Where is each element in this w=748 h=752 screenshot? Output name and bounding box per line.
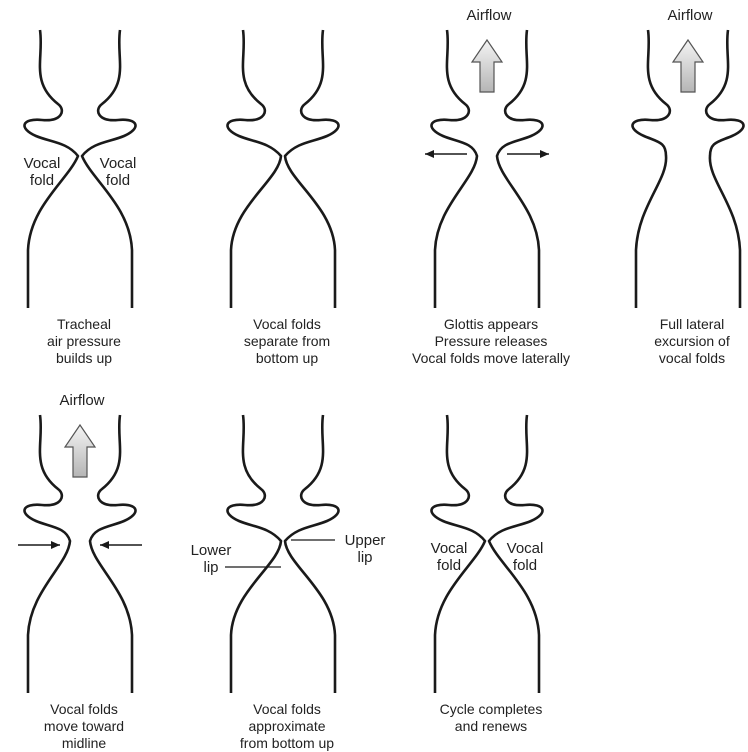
fold-outline-right xyxy=(90,415,135,693)
lower-lip-label-line: Lower xyxy=(191,542,232,559)
panel-caption-line: Pressure releases xyxy=(435,333,548,349)
fold-outline-right xyxy=(285,30,338,308)
medial-arrow-left-head xyxy=(51,541,60,549)
airflow-label: Airflow xyxy=(466,7,511,24)
panel-caption-line: bottom up xyxy=(256,350,318,366)
fold-outline-left xyxy=(228,415,281,693)
lower-lip-label-line: lip xyxy=(203,559,218,576)
panel-caption-line: midline xyxy=(62,735,107,751)
panel-caption-line: Vocal folds move laterally xyxy=(412,350,570,366)
medial-arrow-right-head xyxy=(100,541,109,549)
panel-caption-line: approximate xyxy=(248,718,325,734)
airflow-arrow xyxy=(673,40,703,92)
upper-lip-label-line: Upper xyxy=(345,532,386,549)
vocal-fold-label-right-line: fold xyxy=(513,557,537,574)
panel-caption-line: Vocal folds xyxy=(253,701,321,717)
airflow-label-line: Airflow xyxy=(466,7,511,24)
panel-caption-line: Vocal folds xyxy=(50,701,118,717)
airflow-arrow xyxy=(472,40,502,92)
airflow-arrow xyxy=(65,425,95,477)
panel-caption-line: separate from xyxy=(244,333,330,349)
vocal-fold-label-right-line: Vocal xyxy=(507,540,544,557)
vocal-fold-label-left-line: Vocal xyxy=(431,540,468,557)
lateral-arrow-right-head xyxy=(540,150,549,158)
panel-caption-line: Tracheal xyxy=(57,316,111,332)
airflow-label-line: Airflow xyxy=(667,7,712,24)
panel-caption-line: Vocal folds xyxy=(253,316,321,332)
airflow-label: Airflow xyxy=(59,392,104,409)
lateral-arrow-left-head xyxy=(425,150,434,158)
fold-outline-right xyxy=(706,30,743,308)
panel-caption-line: excursion of xyxy=(654,333,730,349)
airflow-label: Airflow xyxy=(667,7,712,24)
airflow-label-line: Airflow xyxy=(59,392,104,409)
panel-caption-line: move toward xyxy=(44,718,124,734)
fold-outline-left xyxy=(228,30,281,308)
vocal-fold-label-left-line: Vocal xyxy=(24,155,61,172)
panel-caption-line: from bottom up xyxy=(240,735,334,751)
panel-caption-line: vocal folds xyxy=(659,350,725,366)
panel-caption-line: air pressure xyxy=(47,333,121,349)
vocal-fold-label-right-line: Vocal xyxy=(100,155,137,172)
panel-caption-line: Glottis appears xyxy=(444,316,538,332)
fold-outline-right xyxy=(497,30,542,308)
fold-outline-left xyxy=(432,30,477,308)
upper-lip-label-line: lip xyxy=(357,549,372,566)
fold-outline-left xyxy=(25,415,70,693)
fold-outline-left xyxy=(633,30,670,308)
fold-outline-right xyxy=(285,415,338,693)
panel-caption-line: and renews xyxy=(455,718,527,734)
vocal-fold-label-right-line: fold xyxy=(106,172,130,189)
panel-caption-line: Full lateral xyxy=(660,316,725,332)
vocal-fold-label-left-line: fold xyxy=(437,557,461,574)
panel-caption-line: Cycle completes xyxy=(440,701,543,717)
panel-caption-line: builds up xyxy=(56,350,112,366)
vocal-fold-label-left-line: fold xyxy=(30,172,54,189)
